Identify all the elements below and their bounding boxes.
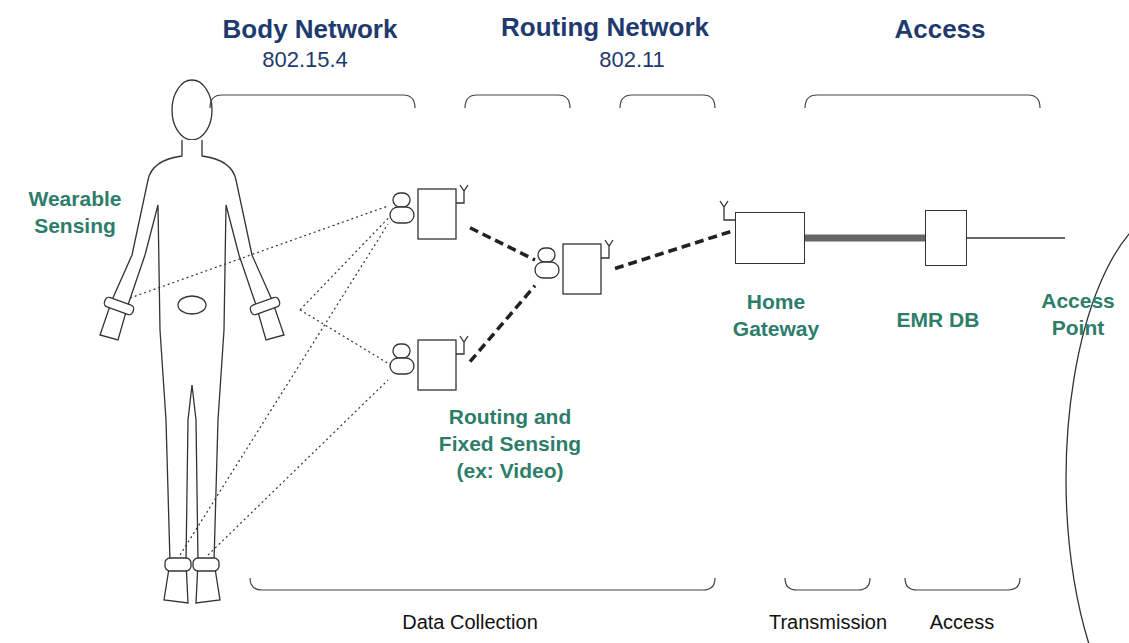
section-heading: Routing Network — [501, 12, 709, 42]
connector-line — [805, 235, 925, 242]
wrist-sensor — [103, 296, 135, 316]
bracket — [210, 95, 415, 108]
database-box: EMR DB — [925, 210, 967, 266]
bracket — [805, 95, 1040, 108]
protocol-label: 802.15.4 — [262, 47, 348, 73]
human-head — [172, 80, 212, 140]
ankle-sensor — [193, 558, 219, 571]
router-icon — [390, 185, 468, 239]
sensor-link — [130, 206, 388, 298]
node-label: EMR DB — [883, 306, 993, 333]
connector-line — [967, 237, 1065, 239]
bracket — [620, 95, 715, 108]
antenna-symbol — [720, 201, 735, 220]
connector-line — [300, 216, 390, 309]
body-sensing-area: Wearable Sensing — [70, 70, 300, 620]
node-label: Access Point — [1033, 287, 1123, 341]
router-icon — [535, 240, 613, 294]
connector-line — [615, 230, 735, 268]
sensor-link — [208, 380, 388, 555]
node-label: Home Gateway — [721, 288, 831, 342]
node-label: Routing and Fixed Sensing (ex: Video) — [430, 403, 590, 484]
sensor-link — [180, 224, 388, 555]
bracket — [250, 578, 715, 590]
bracket — [465, 95, 570, 108]
router-icon — [390, 336, 468, 390]
bracket — [785, 578, 870, 590]
connector-line — [300, 310, 390, 365]
section-heading: Body Network — [223, 14, 398, 44]
connector-line — [470, 228, 535, 260]
wrist-sensor — [249, 296, 281, 316]
gateway-box: Home Gateway — [735, 212, 805, 264]
stage-label: Transmission — [769, 610, 887, 634]
ellipse-outline — [1065, 204, 1129, 643]
router-node — [535, 240, 615, 297]
waist-sensor — [178, 296, 206, 314]
stage-label: Access — [930, 610, 994, 634]
bracket — [905, 578, 1020, 590]
protocol-label: 802.11 — [599, 47, 665, 73]
ankle-sensor — [165, 558, 191, 571]
node-label: Wearable Sensing — [8, 185, 143, 239]
connector-line — [470, 286, 535, 362]
router-node: Routing and Fixed Sensing (ex: Video) — [390, 336, 470, 393]
human-figure — [100, 140, 284, 603]
router-node — [390, 185, 470, 242]
stage-label: Data Collection — [402, 610, 538, 634]
access-point-shape — [1066, 205, 1129, 643]
access-point-ellipse: Access Point — [1065, 204, 1101, 272]
section-heading: Access — [894, 14, 985, 44]
